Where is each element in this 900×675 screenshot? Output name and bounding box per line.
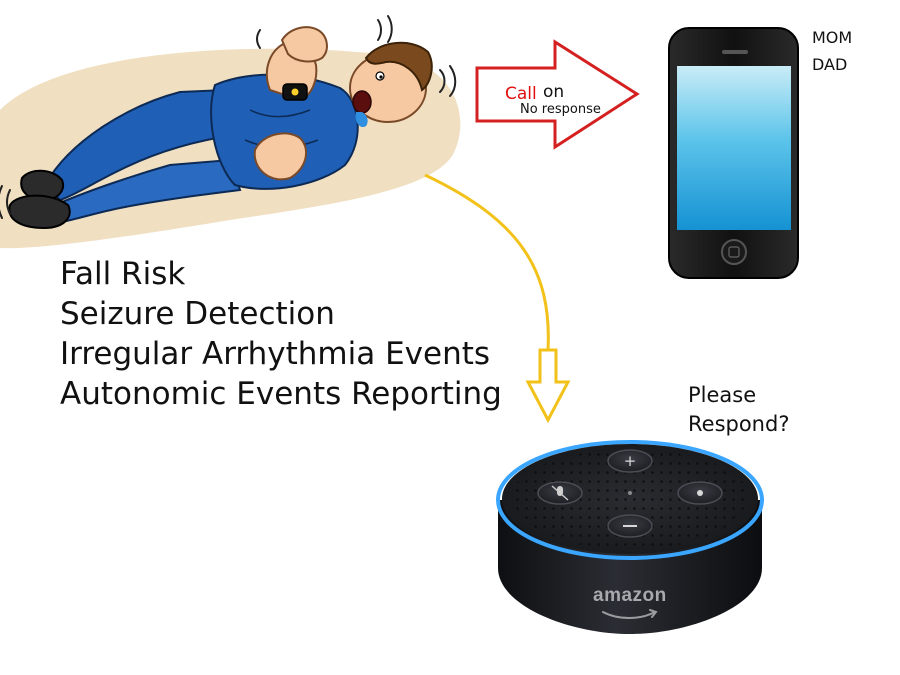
- smartwatch-led: [291, 88, 299, 96]
- action-dot-icon: [697, 490, 703, 496]
- contact-dad: DAD: [812, 55, 848, 74]
- speaker-prompt-line2: Respond?: [688, 412, 790, 436]
- phone-home-button: [721, 239, 747, 265]
- seizure-patient-illustration: [0, 15, 461, 249]
- risk-item-autonomic: Autonomic Events Reporting: [60, 376, 502, 412]
- speaker-grille: [510, 449, 750, 549]
- person-drool: [355, 112, 368, 128]
- call-on-label: on: [543, 82, 565, 102]
- call-arrow-shape: [475, 39, 640, 150]
- speaker-volume-up-button: +: [607, 449, 653, 473]
- call-label: Call: [505, 84, 537, 104]
- smart-speaker: +: [496, 440, 764, 634]
- speaker-center-mic: [628, 491, 632, 495]
- call-arrow: [475, 39, 640, 150]
- risk-item-seizure: Seizure Detection: [60, 296, 335, 332]
- speaker-volume-down-button: [607, 514, 653, 538]
- person-arm-lower: [253, 132, 308, 181]
- speaker-arrow: [424, 173, 571, 424]
- call-status-label: No response: [520, 102, 601, 117]
- person-pupil: [379, 75, 383, 79]
- contact-mom: MOM: [812, 28, 853, 47]
- smartphone: [668, 27, 799, 279]
- svg-text:+: +: [624, 452, 637, 470]
- risk-item-fall: Fall Risk: [60, 256, 186, 292]
- person-hair: [364, 41, 433, 92]
- speaker-action-button: [677, 481, 723, 505]
- amazon-wordmark: amazon: [593, 585, 667, 606]
- phone-earpiece: [722, 50, 748, 54]
- speaker-light-ring: [496, 440, 764, 560]
- amazon-smile-logo: [602, 609, 658, 619]
- person-leg-lower: [53, 158, 242, 224]
- person-leg-upper: [43, 88, 237, 202]
- seizure-shake-marks: [0, 15, 457, 219]
- person-shoe-upper: [20, 169, 64, 202]
- phone-home-square: [728, 246, 740, 258]
- speaker-prompt-line1: Please: [688, 383, 757, 407]
- person-shoe-lower: [8, 194, 71, 230]
- person-mouth: [352, 90, 372, 114]
- speaker-arrow-head: [525, 348, 571, 424]
- speaker-arrow-curve: [424, 173, 550, 351]
- speaker-mute-button: [537, 481, 583, 505]
- risk-item-arrhythmia: Irregular Arrhythmia Events: [60, 336, 491, 372]
- person-hand: [280, 26, 328, 63]
- phone-screen: [677, 66, 791, 230]
